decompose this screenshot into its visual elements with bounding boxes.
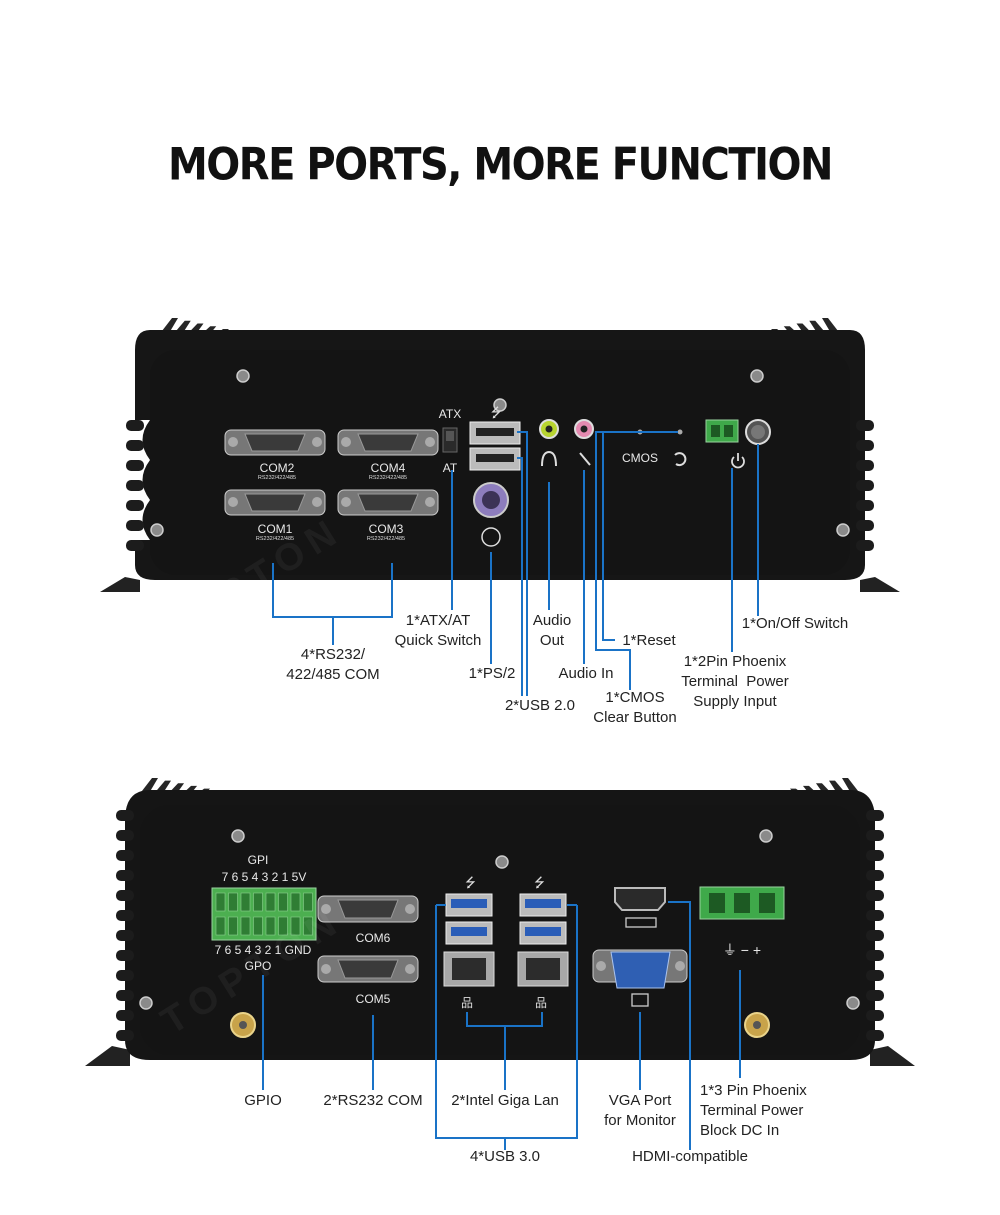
callout-hdmi: HDMI-compatible [632,1148,748,1165]
com3-label: COM3 [368,522,404,536]
cmos-label: CMOS [622,451,658,465]
top-device-panel: ⭍ [100,318,900,696]
callout-usb30: 4*USB 3.0 [469,1148,541,1165]
callout-audio-in: Audio In [558,665,614,682]
com-port-com2 [224,429,326,456]
com4-label: COM4 [370,461,406,475]
com4-sub-label: RS232/422/485 [368,475,408,481]
callout-gpio: GPIO [244,1092,282,1109]
com-port-com1 [224,489,326,516]
callout-usb20: 2*USB 2.0 [504,697,576,714]
com1-label: COM1 [257,522,293,536]
gpi-pins-label: 7 6 5 4 3 2 1 5V [221,870,307,884]
com-port-com4 [337,429,439,456]
com5-label: COM5 [355,992,391,1006]
atx-label: ATX [438,407,462,421]
svg-text:品: 品 [461,996,473,1010]
svg-text:⭍: ⭍ [534,875,545,890]
gpo-label: GPO [244,959,272,973]
callout-reset: 1*Reset [622,632,676,649]
svg-text:⭍: ⭍ [465,875,476,890]
com1-sub-label: RS232/422/485 [255,536,295,542]
com2-label: COM2 [259,461,295,475]
svg-text:品: 品 [535,996,547,1010]
com-port-com3 [337,489,439,516]
callout-ps2: 1*PS/2 [468,665,516,682]
callout-phoenix-3pin: 1*3 Pin Phoenix Terminal Power Block DC … [700,1082,807,1139]
callout-rs232-com: 4*RS232/ 422/485 COM [286,646,380,683]
svg-text:⭍: ⭍ [491,405,502,420]
callout-rs232-com6-com5: 2*RS232 COM [323,1092,423,1109]
callout-lan: 2*Intel Giga Lan [451,1092,559,1109]
gpi-label: GPI [247,853,269,867]
callout-vga: VGA Port for Monitor [604,1092,676,1129]
gpo-pins-label: 7 6 5 4 3 2 1 GND [214,943,312,957]
com2-sub-label: RS232/422/485 [257,475,297,481]
watermark-bottom: TOPTON [154,898,351,1044]
callout-onoff: 1*On/Off Switch [741,615,849,632]
page-title: MORE PORTS, MORE FUNCTION [167,139,834,191]
com3-sub-label: RS232/422/485 [366,536,406,542]
callout-audio-out: Audio Out [532,612,572,649]
dc-polarity-label: ⏚ − + [722,942,762,958]
callout-cmos-clear: 1*CMOS Clear Button [593,689,677,726]
com6-label: COM6 [355,931,391,945]
callout-phoenix-2pin: 1*2Pin Phoenix Terminal Power Supply Inp… [681,653,789,710]
callout-atx-switch: 1*ATX/AT Quick Switch [394,612,482,649]
at-label: AT [442,461,458,475]
